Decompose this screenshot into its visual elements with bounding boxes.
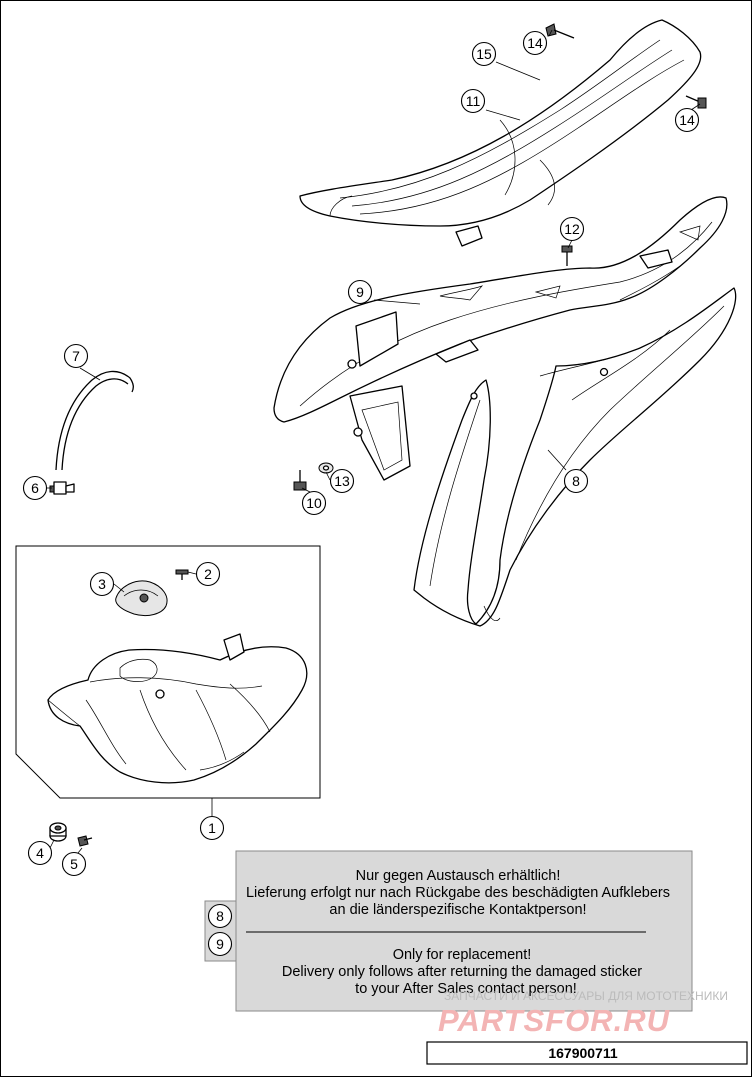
- callout-9: 9: [347, 279, 373, 305]
- svg-text:14: 14: [679, 112, 695, 128]
- svg-text:3: 3: [98, 576, 106, 592]
- fuel-tank-assembly-box: [15, 545, 321, 799]
- svg-text:9: 9: [216, 936, 224, 952]
- callout-2: 2: [195, 561, 221, 587]
- callout-8: 8: [563, 468, 589, 494]
- replacement-note: 8 9 Nur gegen Austausch erhältlich! Lief…: [204, 850, 693, 1012]
- screw-5[interactable]: [77, 835, 93, 847]
- svg-text:1: 1: [208, 820, 216, 836]
- callout-13: 11: [460, 88, 486, 114]
- svg-text:4: 4: [36, 845, 44, 861]
- washer-11[interactable]: [318, 462, 334, 474]
- note-de-line-2: Lieferung erfolgt nur nach Rückgabe des …: [246, 885, 670, 901]
- fuel-tank-1[interactable]: [47, 633, 308, 784]
- watermark-logo: PARTSFOR.RU: [438, 1003, 671, 1038]
- svg-text:9: 9: [356, 284, 364, 300]
- svg-text:2: 2: [204, 566, 212, 582]
- callout-6: 6: [22, 475, 48, 501]
- note-key-9: 9: [207, 931, 233, 957]
- side-cover-bracket[interactable]: [347, 359, 411, 481]
- svg-text:6: 6: [31, 480, 39, 496]
- document-number: 167900711: [548, 1045, 618, 1061]
- note-en-line-1: Only for replacement!: [393, 947, 532, 963]
- bolt-12[interactable]: [561, 245, 573, 266]
- breather-hose-7[interactable]: [55, 370, 134, 471]
- tank-spoiler-8[interactable]: [413, 287, 737, 627]
- watermark: ЗАПЧАСТИ И АКСЕССУАРЫ ДЛЯ МОТОТЕХНИКИ PA…: [438, 989, 728, 1038]
- hose-fitting-6[interactable]: [49, 481, 75, 495]
- fuel-cap-3[interactable]: [115, 580, 168, 617]
- callout-15: 15: [471, 41, 497, 67]
- callout-4: 4: [27, 840, 53, 866]
- note-de-line-3: an die länderspezifische Kontaktperson!: [329, 902, 586, 918]
- svg-text:11: 11: [466, 93, 481, 109]
- seat-bolt-top[interactable]: [545, 23, 575, 39]
- svg-text:5: 5: [70, 856, 78, 872]
- svg-text:12: 12: [564, 221, 580, 237]
- callout-5: 5: [61, 851, 87, 877]
- document-number-box: 167900711: [426, 1041, 748, 1065]
- note-box: [235, 850, 693, 1012]
- svg-text:14: 14: [527, 35, 543, 51]
- side-cover-9[interactable]: [273, 196, 728, 423]
- callout-12: 12: [559, 216, 585, 242]
- callout-14-right: 14: [674, 107, 700, 133]
- svg-text:15: 15: [476, 46, 492, 62]
- rubber-spacer-4[interactable]: [49, 822, 67, 842]
- svg-text:8: 8: [572, 473, 580, 489]
- svg-text:7: 7: [72, 348, 80, 364]
- note-en-line-3: to your After Sales contact person!: [355, 981, 577, 997]
- bolt-10[interactable]: [293, 470, 307, 491]
- seat-bolt-right[interactable]: [685, 95, 707, 109]
- callout-1: 1: [199, 815, 225, 841]
- svg-text:13: 13: [334, 473, 350, 489]
- svg-text:10: 10: [306, 495, 322, 511]
- screw-2[interactable]: [175, 569, 189, 580]
- note-key-8: 8: [207, 903, 233, 929]
- note-de-line-1: Nur gegen Austausch erhältlich!: [356, 868, 561, 884]
- callout-7: 7: [63, 343, 89, 369]
- callout-10: 10: [301, 490, 327, 516]
- callout-11: 13: [329, 468, 355, 494]
- callout-3: 3: [89, 571, 115, 597]
- seat-part[interactable]: [299, 19, 702, 247]
- watermark-tagline: ЗАПЧАСТИ И АКСЕССУАРЫ ДЛЯ МОТОТЕХНИКИ: [444, 989, 728, 1003]
- callout-14-top: 14: [522, 30, 548, 56]
- note-en-line-2: Delivery only follows after returning th…: [282, 964, 642, 980]
- svg-text:8: 8: [216, 908, 224, 924]
